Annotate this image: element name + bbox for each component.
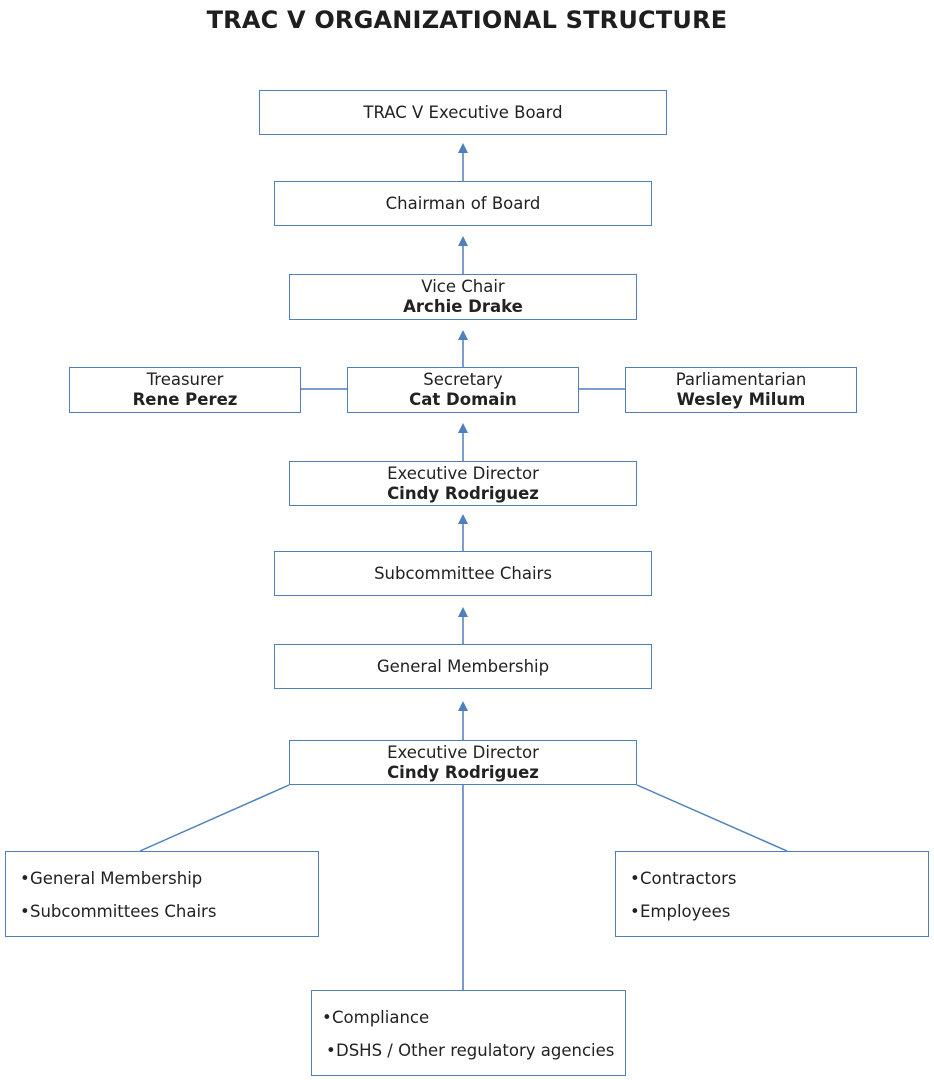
treasurer-box: Treasurer Rene Perez <box>69 367 301 413</box>
list-item: •Compliance <box>322 1005 625 1038</box>
list-item-label: Employees <box>640 902 731 921</box>
list-item-label: Contractors <box>640 869 737 888</box>
list-item: •Employees <box>630 899 928 932</box>
parliamentarian-name: Wesley Milum <box>676 390 806 409</box>
list-item-label: Compliance <box>332 1008 430 1027</box>
executive-director-box-bottom: Executive Director Cindy Rodriguez <box>289 740 637 785</box>
executive-director-role-bottom: Executive Director <box>387 742 539 762</box>
link-execdirector-left-list <box>139 784 290 852</box>
executive-director-name-bottom: Cindy Rodriguez <box>387 762 539 782</box>
left-list-box: •General Membership •Subcommittees Chair… <box>5 851 319 937</box>
list-item-label: DSHS / Other regulatory agencies <box>336 1041 615 1060</box>
subcommittee-chairs-label: Subcommittee Chairs <box>374 563 552 583</box>
chairman-label: Chairman of Board <box>385 193 541 213</box>
vice-chair-box: Vice Chair Archie Drake <box>289 274 637 320</box>
bullet-icon: • <box>322 1008 332 1027</box>
general-membership-label: General Membership <box>376 656 550 676</box>
bullet-icon: • <box>630 869 640 888</box>
executive-director-role-top: Executive Director <box>387 463 539 483</box>
chart-title: TRAC V ORGANIZATIONAL STRUCTURE <box>206 6 728 34</box>
bottom-list-box: •Compliance •DSHS / Other regulatory age… <box>311 990 626 1076</box>
vice-chair-name: Archie Drake <box>403 297 523 316</box>
bullet-icon: • <box>630 902 640 921</box>
list-item: •Contractors <box>630 866 928 899</box>
executive-director-name-top: Cindy Rodriguez <box>387 483 539 503</box>
bullet-icon: • <box>20 869 30 888</box>
secretary-name: Cat Domain <box>409 390 517 409</box>
list-item: •DSHS / Other regulatory agencies <box>322 1038 625 1071</box>
parliamentarian-box: Parliamentarian Wesley Milum <box>625 367 857 413</box>
treasurer-role: Treasurer <box>146 370 224 389</box>
link-execdirector-right-list <box>636 784 788 852</box>
executive-board-label: TRAC V Executive Board <box>363 102 563 122</box>
vice-chair-role: Vice Chair <box>421 277 505 296</box>
list-item: •General Membership <box>20 866 318 899</box>
bullet-icon: • <box>326 1041 336 1060</box>
executive-board-box: TRAC V Executive Board <box>259 90 667 135</box>
subcommittee-chairs-box: Subcommittee Chairs <box>274 551 652 596</box>
bullet-icon: • <box>20 902 30 921</box>
treasurer-name: Rene Perez <box>132 390 238 409</box>
list-item: •Subcommittees Chairs <box>20 899 318 932</box>
chairman-box: Chairman of Board <box>274 181 652 226</box>
list-item-label: General Membership <box>30 869 203 888</box>
secretary-box: Secretary Cat Domain <box>347 367 579 413</box>
secretary-role: Secretary <box>423 370 503 389</box>
executive-director-box-top: Executive Director Cindy Rodriguez <box>289 461 637 506</box>
right-list-box: •Contractors •Employees <box>615 851 929 937</box>
general-membership-box: General Membership <box>274 644 652 689</box>
list-item-label: Subcommittees Chairs <box>30 902 217 921</box>
parliamentarian-role: Parliamentarian <box>675 370 807 389</box>
